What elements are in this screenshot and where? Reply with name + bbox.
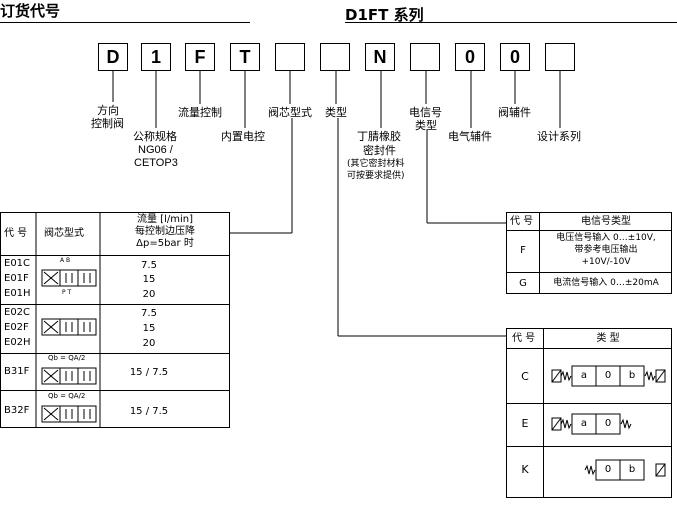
code-box: T — [230, 43, 260, 71]
signal-col-code: 代 号 — [510, 216, 534, 227]
code-box — [275, 43, 305, 71]
spool-col-flow-3: Δp=5bar 时 — [136, 238, 194, 249]
type-cell: b — [628, 370, 636, 381]
page-title-right: D1FT 系列 — [345, 6, 424, 24]
type-symbols — [551, 365, 666, 481]
spool-flow: 7.5 — [141, 308, 157, 319]
spool-flow: 15 — [142, 274, 156, 285]
signal-desc: 电流信号输入 0…±20mA — [553, 278, 659, 288]
label-seal-note2: 可按要求提供) — [347, 171, 405, 181]
spool-note: Qb = QA/2 — [48, 354, 86, 362]
spool-ports-bottom: P T — [62, 289, 72, 296]
spool-symbol — [41, 405, 97, 423]
type-col-type: 类 型 — [596, 333, 620, 344]
spool-code: B31F — [4, 366, 30, 377]
code-box: 0 — [500, 43, 530, 71]
label-nominal-size: 公称规格 — [133, 130, 177, 143]
type-cell: b — [628, 464, 636, 475]
label-cetop3: CETOP3 — [134, 157, 178, 169]
signal-table: 代 号 电信号类型 F 电压信号输入 0…±10V, 带参考电压输出 +10V/… — [506, 212, 672, 294]
spool-flow: 7.5 — [141, 260, 157, 271]
code-box: 0 — [455, 43, 485, 71]
spool-code: E01F — [4, 273, 29, 284]
type-code-c: C — [521, 370, 529, 383]
code-box: D — [98, 43, 128, 71]
spool-flow: 15 — [142, 323, 156, 334]
page-title-right-top: ——— ——— ——— — [345, 0, 471, 1]
label-flow-control: 流量控制 — [178, 106, 222, 119]
label-signal: 电信号 — [409, 106, 442, 119]
signal-table-grid — [506, 212, 672, 294]
spool-symbol — [41, 269, 97, 287]
type-cell: 0 — [604, 370, 612, 381]
spool-code: E01H — [4, 288, 31, 299]
spool-col-code: 代 号 — [4, 228, 28, 239]
spool-flow: 20 — [142, 338, 156, 349]
spool-flow: 20 — [142, 289, 156, 300]
signal-desc: 带参考电压输出 — [574, 245, 638, 255]
spool-symbol — [41, 367, 97, 385]
label-signal-type: 类型 — [415, 119, 437, 132]
code-box — [410, 43, 440, 71]
spool-code: E02F — [4, 322, 29, 333]
type-table-grid — [506, 328, 672, 498]
spool-code: B32F — [4, 405, 30, 416]
type-cell: 0 — [604, 464, 612, 475]
spool-code: E02H — [4, 337, 31, 348]
type-col-code: 代 号 — [512, 333, 536, 344]
code-box: F — [185, 43, 215, 71]
label-type: 类型 — [325, 106, 347, 119]
spool-col-spool: 阀芯型式 — [44, 228, 84, 239]
spool-note: Qb = QA/2 — [48, 392, 86, 400]
label-valve-acc: 阀辅件 — [498, 106, 531, 119]
label-direction: 方向 — [97, 104, 119, 117]
code-box: 1 — [141, 43, 171, 71]
label-seal: 密封件 — [363, 144, 396, 157]
title-rule-right — [345, 22, 677, 23]
code-box — [545, 43, 575, 71]
type-cell: a — [580, 418, 588, 429]
signal-desc: 电压信号输入 0…±10V, — [556, 233, 656, 243]
page-title-left: 订货代号 — [0, 2, 61, 20]
signal-col-type: 电信号类型 — [581, 216, 631, 227]
spool-ports-top: A B — [60, 257, 71, 264]
code-box — [320, 43, 350, 71]
code-box: N — [365, 43, 395, 71]
type-table: 代 号 类 型 C E K — [506, 328, 672, 498]
spool-table: 代 号 阀芯型式 流量 [l/min] 每控制边压降 Δp=5bar 时 E01… — [0, 212, 230, 428]
spool-table-grid — [0, 212, 230, 428]
spool-flow: 15 / 7.5 — [129, 367, 169, 378]
spool-col-flow-2: 每控制边压降 — [135, 226, 195, 237]
spool-code: E01C — [4, 258, 31, 269]
label-ng06: NG06 / — [138, 144, 173, 156]
type-cell: 0 — [604, 418, 612, 429]
label-elec-acc: 电气辅件 — [448, 130, 492, 143]
label-built-in: 内置电控 — [221, 130, 265, 143]
spool-col-flow-1: 流量 [l/min] — [137, 214, 193, 225]
type-cell: a — [580, 370, 588, 381]
spool-symbol — [41, 318, 97, 336]
label-spool-type: 阀芯型式 — [268, 106, 312, 119]
type-code-e: E — [521, 417, 529, 430]
label-design: 设计系列 — [537, 130, 581, 143]
type-code-k: K — [521, 463, 529, 476]
title-rule-left — [0, 22, 250, 23]
label-control-valve: 控制阀 — [91, 117, 124, 130]
spool-code: E02C — [4, 307, 31, 318]
signal-desc: +10V/-10V — [581, 257, 631, 267]
label-nbr: 丁腈橡胶 — [357, 130, 401, 143]
label-seal-note1: (其它密封材料 — [347, 159, 405, 169]
spool-flow: 15 / 7.5 — [129, 406, 169, 417]
spool-symbols — [41, 269, 97, 423]
signal-code: F — [520, 245, 526, 256]
signal-code: G — [519, 278, 527, 289]
